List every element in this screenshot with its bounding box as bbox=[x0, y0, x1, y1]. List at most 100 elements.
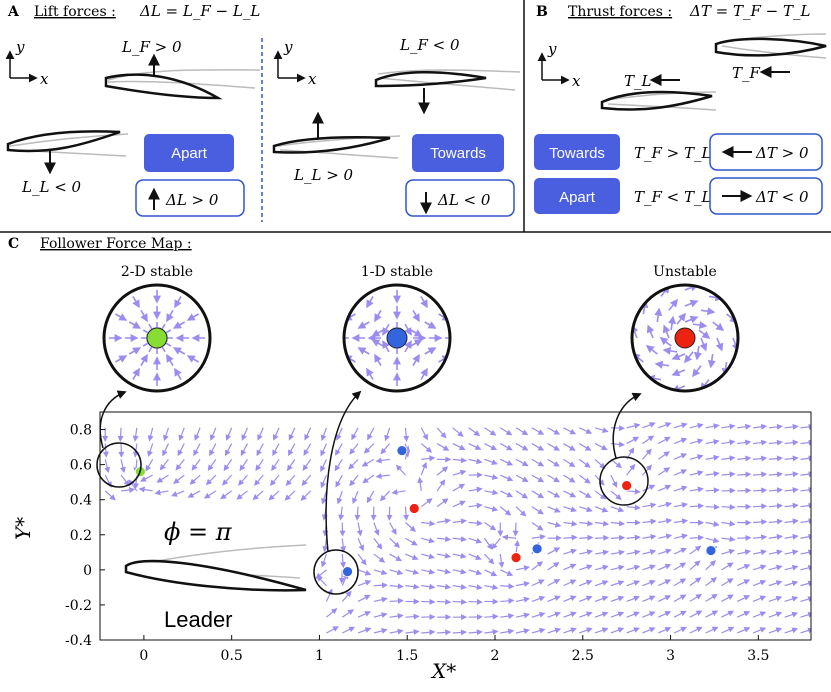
field-arrow bbox=[784, 627, 799, 634]
field-arrow bbox=[595, 534, 610, 541]
field-arrow bbox=[752, 627, 767, 634]
field-arrow bbox=[721, 520, 736, 527]
field-arrow bbox=[610, 595, 625, 602]
field-arrow bbox=[579, 579, 593, 587]
inset-2d-stable bbox=[102, 283, 212, 393]
field-arrow bbox=[563, 458, 576, 468]
field-arrow bbox=[389, 613, 404, 620]
field-arrow bbox=[563, 474, 576, 483]
field-arrow bbox=[117, 427, 124, 442]
field-arrow bbox=[254, 474, 264, 486]
field-arrow bbox=[784, 580, 799, 587]
field-arrow bbox=[351, 427, 359, 441]
fixed-points bbox=[134, 445, 717, 577]
field-arrow bbox=[579, 564, 593, 571]
field-arrow bbox=[673, 485, 688, 492]
field-arrow bbox=[335, 443, 343, 456]
field-arrow bbox=[563, 627, 577, 634]
field-arrow bbox=[468, 443, 482, 450]
field-arrow bbox=[721, 504, 736, 511]
field-arrow bbox=[689, 486, 704, 493]
field-arrow bbox=[484, 628, 499, 635]
inset-field-arrow bbox=[707, 353, 716, 369]
field-arrow bbox=[705, 454, 720, 461]
field-arrow bbox=[468, 569, 483, 576]
field-arrow bbox=[272, 443, 280, 457]
inset-field-arrow bbox=[693, 345, 702, 361]
field-arrow bbox=[389, 553, 402, 562]
inset-label-1d-stable: 1-D stable bbox=[361, 264, 433, 280]
field-arrow bbox=[436, 466, 449, 476]
field-arrow bbox=[547, 547, 561, 555]
field-arrow bbox=[252, 490, 264, 501]
field-arrow bbox=[436, 518, 452, 525]
field-arrow bbox=[547, 443, 560, 451]
field-arrow bbox=[689, 560, 701, 571]
field-arrow bbox=[705, 610, 719, 618]
field-arrow bbox=[626, 463, 636, 476]
field-arrow bbox=[437, 536, 452, 543]
field-arrow bbox=[547, 474, 560, 483]
x-tick-label: 0.5 bbox=[221, 648, 243, 664]
field-arrow bbox=[268, 490, 280, 501]
field-arrow bbox=[483, 537, 493, 550]
wing-leader-b bbox=[600, 74, 717, 111]
field-arrow bbox=[721, 439, 736, 446]
field-arrow bbox=[515, 458, 529, 467]
field-arrow bbox=[800, 518, 811, 525]
field-arrow bbox=[531, 458, 545, 467]
field-arrow bbox=[484, 584, 499, 591]
inset-field-arrow bbox=[662, 324, 671, 339]
inset-field-arrow bbox=[404, 323, 412, 336]
field-arrow bbox=[563, 520, 578, 527]
field-arrow bbox=[753, 503, 768, 510]
axis-y-label: y bbox=[15, 38, 25, 56]
field-arrow bbox=[256, 443, 264, 457]
field-arrow bbox=[737, 471, 752, 478]
field-arrow bbox=[304, 427, 312, 441]
inset-field-arrow bbox=[424, 321, 437, 329]
field-arrow bbox=[500, 597, 515, 604]
inset-field-arrow bbox=[132, 367, 140, 380]
field-arrow bbox=[673, 626, 687, 634]
field-arrow bbox=[301, 474, 312, 487]
condition-row-1: T_F > T_L bbox=[634, 144, 712, 162]
field-arrow bbox=[578, 490, 592, 498]
field-arrow bbox=[579, 595, 593, 602]
field-arrow bbox=[420, 498, 433, 508]
field-arrow bbox=[437, 629, 452, 636]
field-arrow bbox=[689, 594, 702, 602]
axes-glyph-b: y x bbox=[537, 40, 581, 90]
x-tick-label: 2 bbox=[491, 648, 500, 664]
field-arrow bbox=[357, 627, 372, 634]
panel-a-equation: ΔL = L_F − L_L bbox=[139, 2, 260, 20]
towards-pill-b bbox=[534, 134, 620, 170]
field-arrow bbox=[689, 503, 705, 510]
inset-field-arrow bbox=[645, 345, 658, 355]
inset-field-arrow bbox=[684, 351, 694, 364]
field-arrow bbox=[642, 564, 656, 571]
field-arrow bbox=[421, 537, 435, 544]
field-arrow bbox=[484, 613, 499, 620]
field-arrow bbox=[173, 474, 185, 484]
wing-leader-a-left bbox=[6, 130, 129, 175]
field-arrow bbox=[420, 461, 428, 476]
field-arrow bbox=[689, 610, 703, 618]
y-axis-label: Y* bbox=[11, 517, 35, 540]
inset-field-arrow bbox=[684, 299, 699, 308]
y-tick-label: 0.4 bbox=[70, 493, 92, 509]
label-leader-thrust: T_L bbox=[624, 72, 652, 90]
field-arrow bbox=[673, 610, 687, 618]
field-arrow bbox=[452, 443, 466, 450]
field-arrow bbox=[547, 562, 560, 571]
field-arrow bbox=[288, 427, 296, 441]
field-arrow bbox=[800, 423, 811, 430]
field-arrow bbox=[594, 443, 608, 451]
inset-field-arrow bbox=[715, 337, 724, 352]
field-arrow bbox=[515, 474, 529, 482]
field-arrow bbox=[285, 474, 296, 487]
field-arrow bbox=[468, 486, 483, 493]
field-arrow bbox=[315, 569, 327, 579]
field-arrow bbox=[436, 498, 449, 508]
